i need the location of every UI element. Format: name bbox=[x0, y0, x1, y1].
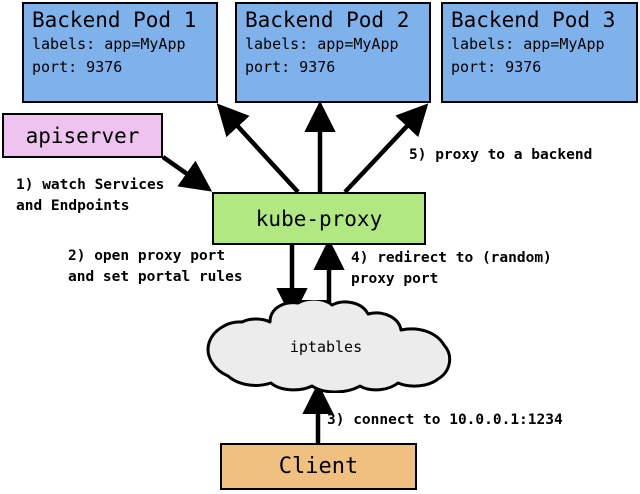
node-apiserver[interactable]: apiserver bbox=[2, 113, 163, 158]
edge-label-4-line1: 4) redirect to (random) bbox=[351, 250, 552, 266]
cloud-shape bbox=[206, 297, 452, 394]
node-backend-pod-1[interactable]: Backend Pod 1 labels: app=MyApp port: 93… bbox=[22, 2, 218, 103]
edge-label-2-line1: 2) open proxy port bbox=[68, 248, 226, 264]
pod-3-port: port: 9376 bbox=[451, 58, 542, 76]
arrow-kubeproxy-to-pod-3 bbox=[343, 103, 429, 194]
arrow-kubeproxy-to-pod-1 bbox=[216, 103, 300, 194]
client-label: Client bbox=[278, 454, 359, 479]
pod-1-labels: labels: app=MyApp bbox=[32, 35, 186, 53]
pod-3-title: Backend Pod 3 bbox=[451, 8, 616, 32]
pod-2-labels: labels: app=MyApp bbox=[245, 35, 399, 53]
pod-3-labels: labels: app=MyApp bbox=[451, 35, 605, 53]
node-backend-pod-2[interactable]: Backend Pod 2 labels: app=MyApp port: 93… bbox=[235, 2, 431, 103]
edge-label-5: 5) proxy to a backend bbox=[409, 147, 593, 163]
node-kube-proxy[interactable]: kube-proxy bbox=[212, 192, 426, 245]
node-client[interactable]: Client bbox=[220, 443, 417, 490]
iptables-label: iptables bbox=[289, 338, 363, 356]
node-iptables-cloud[interactable]: iptables bbox=[192, 297, 460, 394]
edge-label-1-line2: and Endpoints bbox=[16, 198, 130, 214]
edge-label-3: 3) connect to 10.0.0.1:1234 bbox=[327, 412, 563, 428]
pod-1-port: port: 9376 bbox=[32, 58, 123, 76]
pod-2-title: Backend Pod 2 bbox=[245, 8, 410, 32]
edge-label-2-line2: and set portal rules bbox=[68, 269, 243, 285]
edge-label-1-line1: 1) watch Services bbox=[16, 177, 165, 193]
arrow-apiserver-to-kubeproxy bbox=[161, 155, 213, 192]
kube-proxy-label: kube-proxy bbox=[255, 206, 383, 231]
node-backend-pod-3[interactable]: Backend Pod 3 labels: app=MyApp port: 93… bbox=[441, 2, 638, 103]
pod-2-port: port: 9376 bbox=[245, 58, 336, 76]
apiserver-label: apiserver bbox=[25, 123, 140, 148]
edge-label-4-line2: proxy port bbox=[351, 271, 439, 287]
pod-1-title: Backend Pod 1 bbox=[32, 8, 197, 32]
